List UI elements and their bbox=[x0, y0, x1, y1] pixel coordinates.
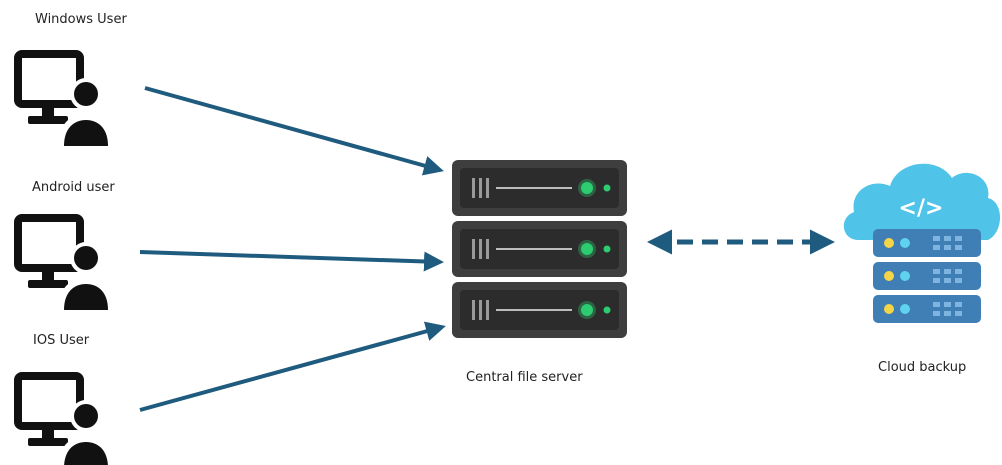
client-label-windows: Windows User bbox=[35, 12, 127, 27]
computer-user-icon bbox=[18, 218, 114, 312]
computer-user-icon bbox=[18, 54, 114, 148]
code-glyph: </> bbox=[899, 196, 944, 221]
arrow-android-to-server bbox=[139, 250, 444, 272]
computer-user-icon bbox=[18, 376, 114, 465]
cloud-label: Cloud backup bbox=[878, 360, 966, 375]
server-rack-icon bbox=[451, 159, 628, 339]
cloud-server-icon: </> bbox=[843, 163, 1000, 323]
server-label: Central file server bbox=[466, 370, 583, 385]
client-label-ios: IOS User bbox=[33, 333, 90, 348]
client-label-android: Android user bbox=[32, 180, 115, 195]
arrow-windows-to-server bbox=[144, 86, 444, 176]
arrow-ios-to-server bbox=[139, 321, 446, 412]
